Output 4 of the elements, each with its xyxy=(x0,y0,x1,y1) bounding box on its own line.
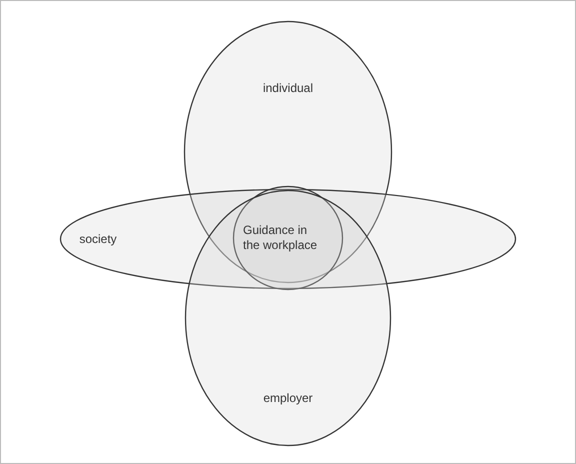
venn-label: employer xyxy=(262,390,314,406)
venn-label: Guidance in the workplace xyxy=(243,223,318,253)
venn-label: individual xyxy=(262,80,314,96)
venn-label: society xyxy=(78,232,118,246)
